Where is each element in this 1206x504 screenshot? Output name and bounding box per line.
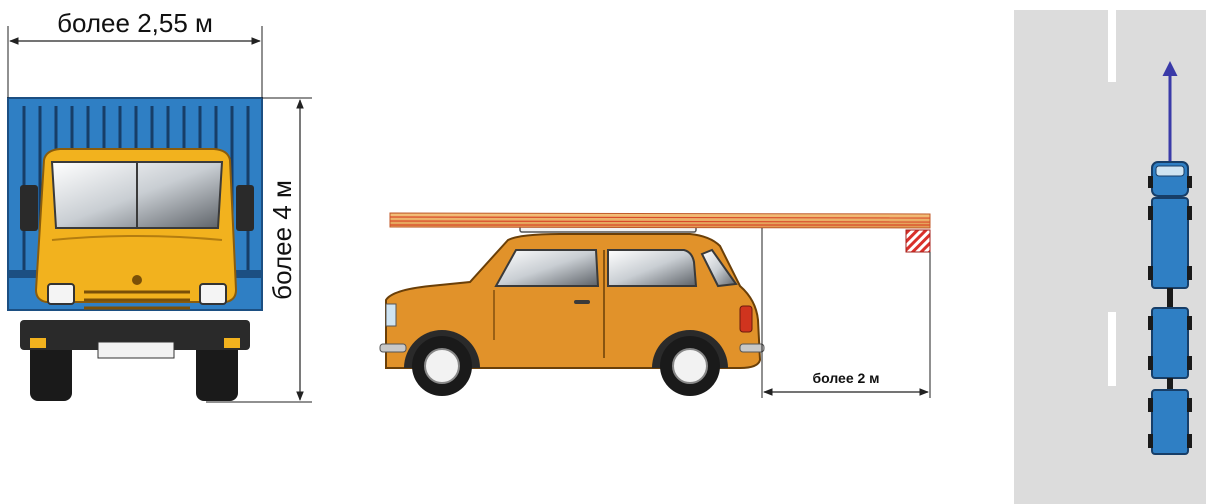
car-side-view xyxy=(380,213,930,396)
road-train xyxy=(1148,162,1192,454)
truck-width-dimension: более 2,55 м xyxy=(8,8,262,98)
truck-mirror-right xyxy=(236,185,254,231)
overhang-warning-flag xyxy=(906,230,930,252)
truck-headlight-right xyxy=(200,284,226,304)
lane-marking xyxy=(1108,10,1116,82)
truck-emblem xyxy=(132,275,142,285)
truck-height-label: более 4 м xyxy=(267,180,297,300)
car-front-window xyxy=(608,250,696,286)
roof-load xyxy=(390,213,930,228)
overhang-label: более 2 м xyxy=(812,370,879,386)
lane-marking xyxy=(1108,312,1116,386)
truck-width-label: более 2,55 м xyxy=(57,8,213,38)
car-wheel-rear xyxy=(412,336,472,396)
truck-front-view xyxy=(8,98,262,401)
car-headlight xyxy=(740,306,752,332)
truck-mirror-left xyxy=(20,185,38,231)
truck-headlight-left xyxy=(48,284,74,304)
car-tail-light xyxy=(386,304,396,326)
truck-license-plate xyxy=(98,342,174,358)
road-train-trailer-2 xyxy=(1152,308,1188,378)
car-door-handle xyxy=(574,300,590,304)
road-top-view xyxy=(1014,10,1206,504)
overhang-dimension: более 2 м xyxy=(762,228,930,398)
car-wheel-front xyxy=(660,336,720,396)
road-train-trailer-1 xyxy=(1152,198,1188,288)
road-train-trailer-3 xyxy=(1152,390,1188,454)
